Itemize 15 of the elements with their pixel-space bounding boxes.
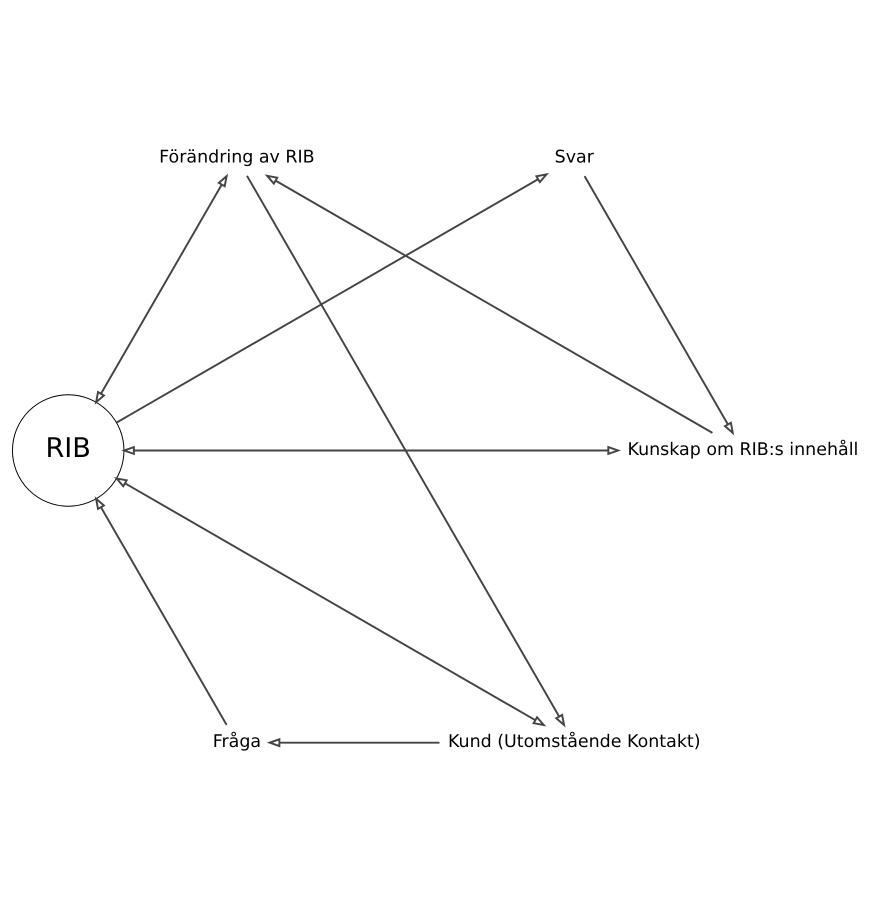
node-text: Svar xyxy=(554,147,594,168)
arrow xyxy=(116,172,550,423)
node-text: Kunskap om RIB:s innehåll xyxy=(628,439,858,460)
arrow xyxy=(266,737,440,747)
arrow xyxy=(584,175,734,435)
arrow xyxy=(94,173,228,404)
node-text: Fråga xyxy=(212,731,262,752)
node-text: Kund (Utomstående Kontakt) xyxy=(448,731,701,752)
node-circle: RIB xyxy=(12,394,124,506)
arrow xyxy=(264,174,713,434)
arrow xyxy=(114,476,546,726)
arrow xyxy=(94,496,228,725)
arrow xyxy=(246,174,566,727)
node-text: Förändring av RIB xyxy=(159,147,315,168)
arrow xyxy=(121,445,621,455)
